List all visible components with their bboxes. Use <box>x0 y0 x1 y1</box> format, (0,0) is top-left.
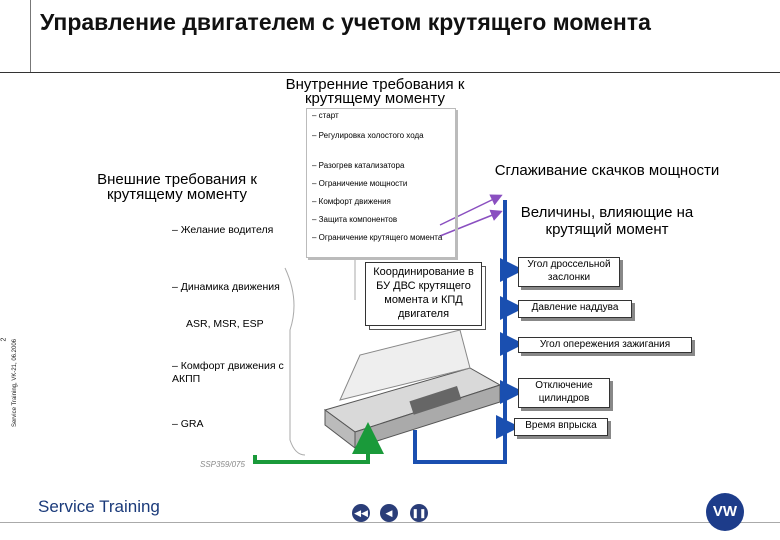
green-arrow <box>253 422 384 464</box>
internal-heading: Внутренние требования к крутящему момент… <box>285 76 465 107</box>
internal-item: – Комфорт движения <box>312 197 391 206</box>
internal-item: – Регулировка холостого хода <box>312 131 424 140</box>
internal-item: – старт <box>312 111 339 120</box>
footer-rule <box>0 522 780 523</box>
external-heading: Внешние требования к крутящему моменту <box>97 171 257 203</box>
ecu-unit <box>323 329 502 450</box>
prev-icon[interactable]: ◀◀ <box>352 504 370 522</box>
internal-item: – Разогрев катализатора <box>312 161 405 170</box>
external-bracket <box>284 267 306 456</box>
external-item: – Желание водителя <box>172 224 274 236</box>
purple-arrow-2 <box>439 209 503 237</box>
back-icon[interactable]: ◀ <box>380 504 398 522</box>
figure-code: SSP359/075 <box>200 460 245 469</box>
factor-boost-pressure: Давление наддува <box>518 300 632 318</box>
vw-logo-icon: VW <box>706 493 744 531</box>
external-item: ASR, MSR, ESP <box>186 318 264 330</box>
brand-label: Service Training <box>38 497 160 516</box>
page-title: Управление двигателем с учетом крутящего… <box>40 9 651 35</box>
coordination-box: Координирование в БУ ДВС крутящего момен… <box>365 262 482 326</box>
factor-injection-time: Время впрыска <box>514 418 608 436</box>
blue-arrow <box>413 200 507 464</box>
factor-ignition-timing: Угол опережения зажигания <box>518 337 692 353</box>
external-item: – Комфорт движения с АКПП <box>172 360 284 385</box>
external-item: – Динамика движения <box>172 281 280 293</box>
factor-cylinder-cutoff: Отключение цилиндров <box>518 378 610 408</box>
influencing-label: Величины, влияющие на крутящий момент <box>520 204 694 238</box>
title-divider <box>30 0 31 72</box>
internal-item: – Ограничение мощности <box>312 179 408 188</box>
pause-icon[interactable]: ❚❚ <box>410 504 428 522</box>
internal-link <box>330 257 356 300</box>
factor-throttle-angle: Угол дроссельной заслонки <box>518 257 620 287</box>
smoothing-label: Сглаживание скачков мощности <box>494 162 720 179</box>
internal-item: – Защита компонентов <box>312 215 398 224</box>
internal-panel <box>306 108 456 258</box>
header-rule <box>0 72 780 73</box>
external-item: – GRA <box>172 418 204 430</box>
internal-item: – Ограничение крутящего момента <box>312 233 443 242</box>
purple-arrow-1 <box>439 194 503 226</box>
